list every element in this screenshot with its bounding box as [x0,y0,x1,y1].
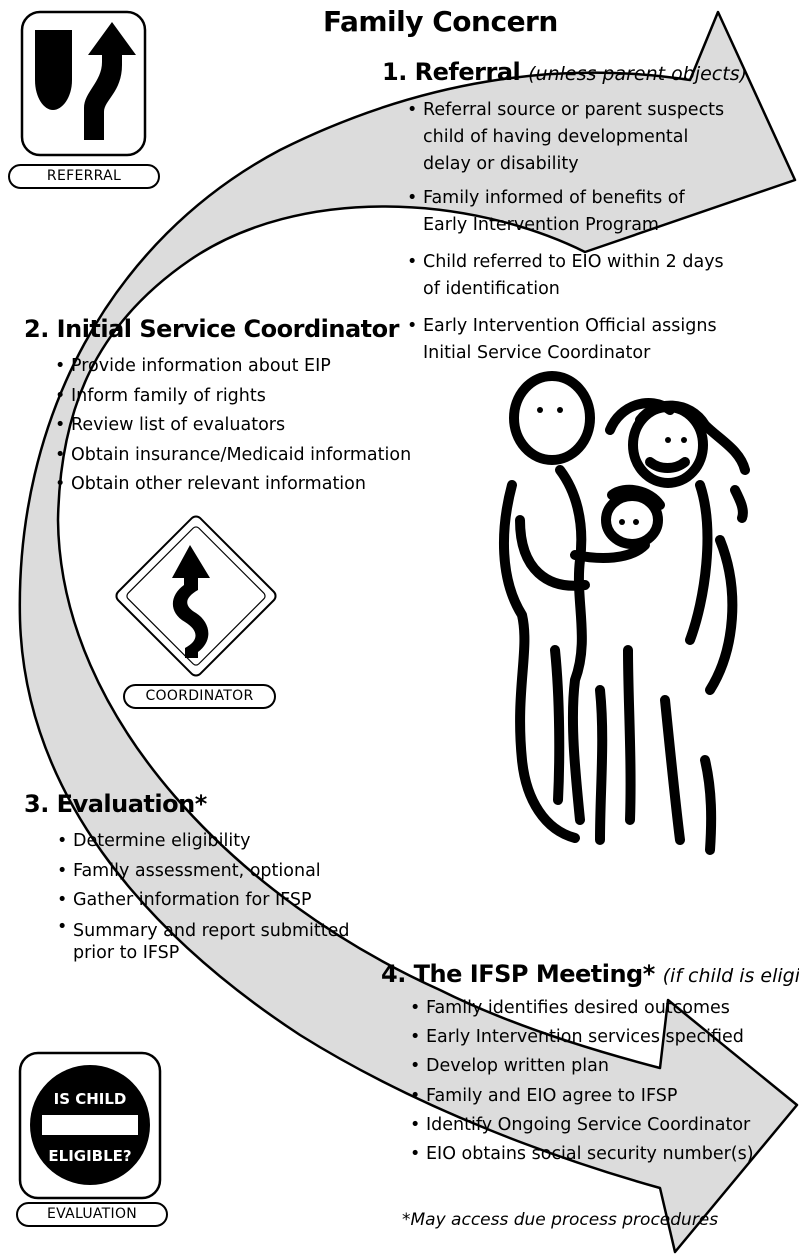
ifsp-heading: 4. The IFSP Meeting* (if child is eligib… [381,962,799,986]
footnote: *May access due process procedures [402,1210,719,1230]
list-item: Gather information for IFSP [57,886,349,916]
list-item-text: child of having developmental [423,127,689,147]
list-item-text: Early Intervention Official assigns [423,316,717,336]
list-item: Referral source or parent suspects child… [407,97,743,175]
list-item: Determine eligibility [57,827,349,857]
list-item: Provide information about EIP [55,352,411,382]
curved-up-arrow-icon [84,22,136,140]
shield-icon [35,30,72,110]
evaluation-sign-label: EVALUATION [16,1202,168,1227]
list-item: EIO obtains social security number(s) [410,1140,754,1169]
list-item: Early Intervention Official assigns Init… [407,313,743,367]
list-item-text: of identification [423,279,560,299]
list-item-text: Child referred to EIO within 2 days [423,252,724,272]
list-item-text: Summary and report submitted [73,920,350,941]
diagram-title: Family Concern [323,5,558,38]
evaluation-bullets: Determine eligibility Family assessment,… [57,827,349,964]
list-item: Obtain other relevant information [55,470,411,500]
stop-line-1: IS CHILD [53,1090,127,1108]
list-item: Inform family of rights [55,382,411,412]
list-item-text: Family informed of benefits of [423,188,685,208]
list-item-text: Early Intervention Program [423,215,659,235]
list-item: Family informed of benefits of Early Int… [407,185,743,239]
referral-heading-text: 1. Referral [382,58,521,86]
list-item-text: delay or disability [423,154,579,174]
coordinator-heading: 2. Initial Service Coordinator [24,315,399,343]
ifsp-bullets: Family identifies desired outcomes Early… [410,994,754,1169]
list-item: Develop written plan [410,1052,754,1081]
eligibility-sign-text: IS CHILD ELIGIBLE? [30,1065,150,1185]
list-item: Identify Ongoing Service Coordinator [410,1111,754,1140]
coordinator-sign [115,515,277,677]
coordinator-bullets: Provide information about EIP Inform fam… [55,352,411,500]
referral-sign [20,10,147,157]
list-item: Obtain insurance/Medicaid information [55,441,411,471]
ifsp-note: (if child is eligible) [662,965,799,987]
stop-line-2: ELIGIBLE? [48,1147,132,1165]
list-item: Summary and report submitted prior to IF… [57,916,349,964]
ifsp-heading-text: 4. The IFSP Meeting* [381,960,655,988]
referral-bullets: Referral source or parent suspects child… [407,97,743,367]
list-item-text: Initial Service Coordinator [423,343,651,363]
list-item: Early Intervention services specified [410,1023,754,1052]
list-item: Family identifies desired outcomes [410,994,754,1023]
list-item: Child referred to EIO within 2 days of i… [407,249,743,303]
list-item: Family assessment, optional [57,857,349,887]
list-item: Review list of evaluators [55,411,411,441]
referral-sign-label: REFERRAL [8,164,160,189]
winding-road-arrow-icon [172,545,210,658]
list-item-text: Referral source or parent suspects [423,100,725,120]
list-item-text: prior to IFSP [73,942,180,963]
referral-heading: 1. Referral (unless parent objects) [382,60,747,84]
referral-note: (unless parent objects) [528,63,748,85]
evaluation-heading: 3. Evaluation* [24,790,207,818]
evaluation-sign [18,1051,162,1200]
family-illustration [498,371,750,855]
list-item: Family and EIO agree to IFSP [410,1082,754,1111]
coordinator-sign-label: COORDINATOR [123,684,276,709]
